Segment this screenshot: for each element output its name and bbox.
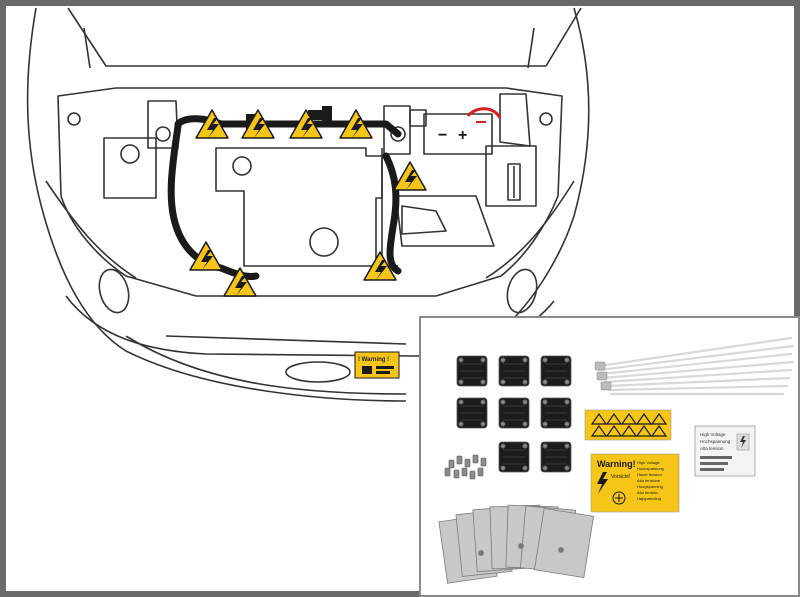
screws: [444, 454, 487, 480]
warning-triangle-3: [289, 109, 323, 139]
triangle-label-strip: [584, 409, 672, 441]
battery: [423, 113, 493, 155]
warning-triangle-7: [223, 267, 257, 297]
black-clip: [540, 397, 572, 429]
warning-triangle-6: [189, 241, 223, 271]
engine-bay-outline: [57, 87, 563, 297]
black-clip: [540, 355, 572, 387]
kit-contents-illustration: Warning! Vorsicht! High Voltage Hochspan…: [438, 336, 795, 584]
fog-light-right: [506, 268, 538, 314]
bumper-sticker-label: ! Warning !: [358, 357, 389, 363]
battery-plus-label: +: [458, 127, 467, 144]
left-component: [103, 137, 157, 199]
engine-block: [215, 147, 383, 267]
warning-card-line-6: Alta tensión: [637, 490, 658, 495]
warning-card-line-1: High Voltage: [637, 460, 660, 465]
black-clip: [456, 355, 488, 387]
bumper-warning-sticker: ! Warning !: [354, 351, 400, 379]
label-sheet-line-3: Alta tension: [700, 446, 724, 451]
warning-triangle-1: [195, 109, 229, 139]
kit-contents-panel: Warning! Vorsicht! High Voltage Hochspan…: [419, 316, 800, 597]
metal-plates: [438, 504, 594, 584]
warning-triangle-5: [393, 161, 427, 191]
black-clip: [498, 441, 530, 473]
image-frame: − +: [6, 6, 800, 597]
warning-triangle-4: [339, 109, 373, 139]
warning-card-line-2: Hochspannung: [637, 466, 664, 471]
warning-card-line-7: Højspænding: [637, 496, 661, 501]
battery-minus-label: −: [438, 127, 447, 144]
warning-card-line-5: Hoogspanning: [637, 484, 663, 489]
black-clip: [456, 397, 488, 429]
black-clip: [498, 397, 530, 429]
hv-warning-labels: [189, 109, 427, 297]
warning-card-title: Warning!: [597, 459, 636, 469]
warning-triangle-2: [241, 109, 275, 139]
fog-light-left: [98, 268, 130, 314]
black-clip: [498, 355, 530, 387]
car-body-outline: [26, 7, 407, 402]
cable-ties: [597, 336, 795, 396]
battery-red-cable: [466, 107, 502, 119]
warning-card-line-4: Alta tensione: [637, 478, 661, 483]
black-clip: [540, 441, 572, 473]
label-sheet-line-2: Hochspannung: [700, 439, 731, 444]
black-clip-grid: [456, 355, 572, 473]
warning-card-subtitle: Vorsicht!: [611, 474, 630, 480]
warning-card: Warning! Vorsicht! High Voltage Hochspan…: [590, 453, 680, 513]
front-emblem: [285, 361, 351, 383]
warning-triangle-8: [363, 251, 397, 281]
warning-card-line-3: Haute tension: [637, 472, 662, 477]
fuse-box: [485, 145, 537, 207]
label-sheet: High Voltage Hochspannung Alta tension: [694, 425, 756, 477]
label-sheet-line-1: High Voltage: [700, 432, 726, 437]
engine-bay-diagram: − +: [26, 7, 590, 402]
